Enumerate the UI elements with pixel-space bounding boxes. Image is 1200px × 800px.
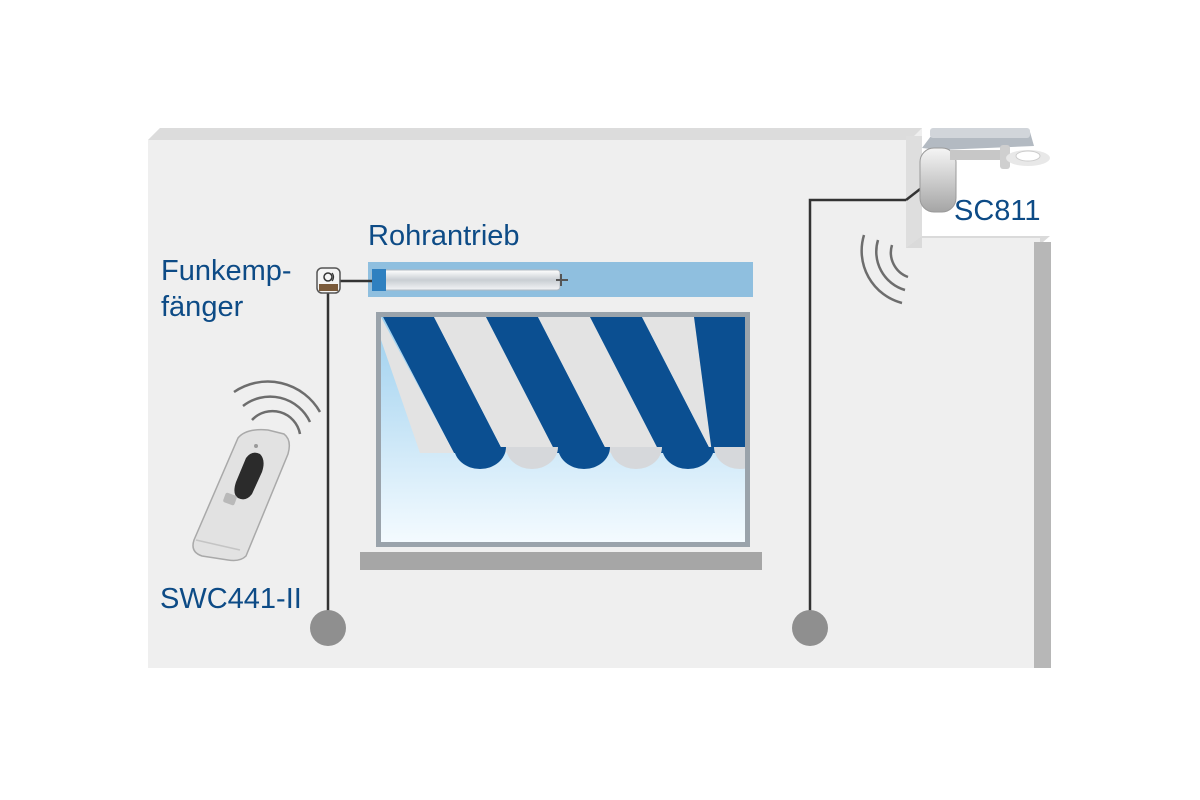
cable-left (326, 279, 372, 622)
radio-waves-icon (233, 380, 322, 435)
sun-wind-sensor-icon (919, 128, 1050, 213)
window (360, 312, 762, 570)
receiver-label-line1: Funkemp- (161, 255, 292, 287)
radio-waves-icon (860, 234, 909, 305)
receiver-label: Funkemp- fänger (161, 253, 292, 325)
power-outlet-icon (792, 610, 828, 646)
receiver-label-line2: fänger (161, 291, 244, 323)
radio-receiver-icon (316, 267, 341, 294)
sensor-label: SC811 (954, 195, 1041, 227)
tubular-motor-icon (368, 262, 753, 297)
power-outlet-icon (310, 610, 346, 646)
remote-label: SWC441-II (160, 583, 302, 615)
awning-fabric (381, 317, 745, 469)
remote-control-icon (192, 428, 291, 562)
motor-label: Rohrantrieb (368, 220, 520, 252)
